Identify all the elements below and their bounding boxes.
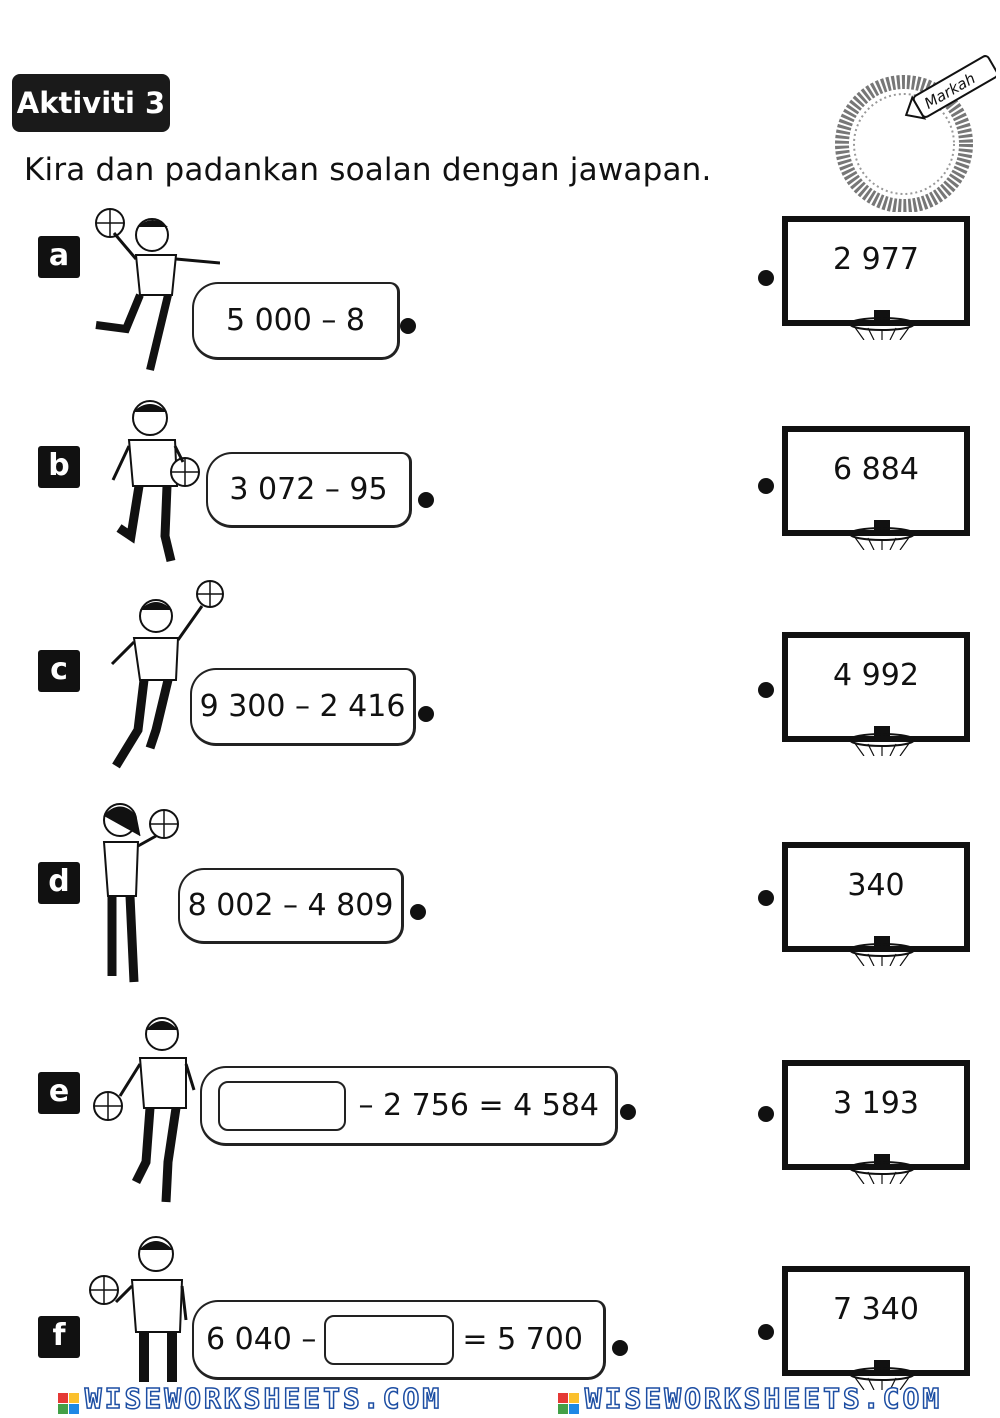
question-letter: f	[38, 1316, 80, 1358]
question-expression: = 5 700	[462, 1322, 583, 1357]
question-expression: 9 300 – 2 416	[199, 689, 406, 724]
question-box: 9 300 – 2 416	[190, 668, 416, 746]
score-seal: Markah	[826, 52, 999, 213]
question-box: 8 002 – 4 809	[178, 868, 404, 944]
hoop-icon	[849, 1154, 915, 1184]
hoop-icon	[849, 310, 915, 340]
question-expression: 3 072 – 95	[229, 472, 388, 507]
hoop-icon	[849, 520, 915, 550]
question-letter: a	[38, 236, 80, 278]
hoop-icon	[849, 726, 915, 756]
answer-connector-dot[interactable]	[758, 270, 774, 286]
question-letter: c	[38, 650, 80, 692]
answer-blank-input[interactable]	[324, 1314, 455, 1365]
question-box: 6 040 – = 5 700	[192, 1300, 606, 1380]
question-box: 5 000 – 8	[192, 282, 400, 360]
answer-backboard: 4 992	[782, 632, 970, 756]
question-letter: d	[38, 862, 80, 904]
answer-value: 2 977	[833, 242, 919, 277]
player-illustration	[111, 400, 200, 563]
question-connector-dot[interactable]	[620, 1104, 636, 1120]
footer-brand: WISEWORKSHEETS.COM	[557, 1381, 943, 1416]
answer-backboard: 2 977	[782, 216, 970, 340]
player-illustration	[110, 580, 224, 769]
footer-watermark: WISEWORKSHEETS.COM WISEWORKSHEETS.COM	[0, 1378, 1000, 1418]
answer-backboard: 3 193	[782, 1060, 970, 1184]
answer-value: 6 884	[833, 452, 919, 487]
answer-blank-input[interactable]	[218, 1080, 347, 1131]
question-letter: b	[38, 446, 80, 488]
activity-label: Aktiviti 3	[16, 86, 166, 120]
answer-connector-dot[interactable]	[758, 890, 774, 906]
question-connector-dot[interactable]	[410, 904, 426, 920]
seal-icon: Markah	[835, 55, 999, 213]
player-illustration	[102, 803, 179, 983]
answer-value: 7 340	[833, 1292, 919, 1327]
answer-backboard: 7 340	[782, 1266, 970, 1390]
footer-text: WISEWORKSHEETS.COM	[84, 1381, 443, 1416]
footer-text: WISEWORKSHEETS.COM	[584, 1381, 943, 1416]
question-connector-dot[interactable]	[400, 318, 416, 334]
wiseworksheets-logo-icon	[557, 1392, 579, 1414]
answer-connector-dot[interactable]	[758, 478, 774, 494]
instruction-text: Kira dan padankan soalan dengan jawapan.	[24, 152, 712, 188]
answer-value: 3 193	[833, 1086, 919, 1121]
activity-badge: Aktiviti 3	[12, 74, 170, 132]
answer-connector-dot[interactable]	[758, 682, 774, 698]
answer-connector-dot[interactable]	[758, 1324, 774, 1340]
answer-connector-dot[interactable]	[758, 1106, 774, 1122]
hoop-icon	[849, 1360, 915, 1390]
question-expression: 5 000 – 8	[225, 303, 366, 338]
question-letter: e	[38, 1072, 80, 1114]
question-connector-dot[interactable]	[418, 706, 434, 722]
player-illustration	[93, 1017, 196, 1203]
question-connector-dot[interactable]	[612, 1340, 628, 1356]
question-connector-dot[interactable]	[418, 492, 434, 508]
answer-value: 340	[847, 868, 905, 903]
answer-value: 4 992	[833, 658, 919, 693]
hoop-icon	[849, 936, 915, 966]
footer-brand: WISEWORKSHEETS.COM	[57, 1381, 443, 1416]
wiseworksheets-logo-icon	[57, 1392, 79, 1414]
answer-backboard: 6 884	[782, 426, 970, 550]
question-box: – 2 756 = 4 584	[200, 1066, 618, 1146]
question-expression: – 2 756 = 4 584	[358, 1088, 599, 1123]
question-box: 3 072 – 95	[206, 452, 412, 528]
answer-backboard: 340	[782, 842, 970, 966]
player-illustration	[89, 1236, 188, 1382]
player-illustration	[95, 208, 220, 371]
question-expression: 6 040 –	[206, 1322, 317, 1357]
question-expression: 8 002 – 4 809	[187, 888, 394, 923]
